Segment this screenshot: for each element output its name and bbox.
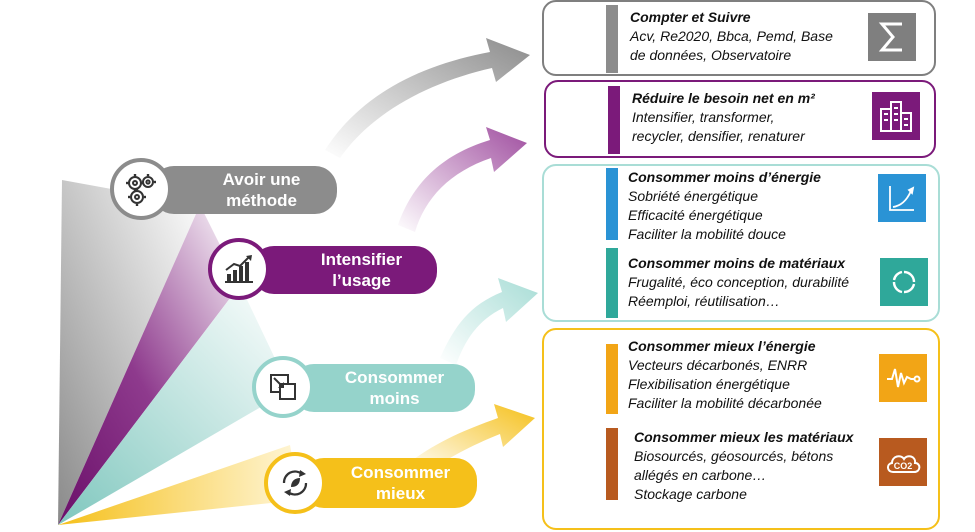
item-title: Consommer moins de matériaux (628, 255, 846, 271)
pill-consommer-mieux: Consommer mieux (302, 458, 477, 508)
pill-label-line1: Avoir une (222, 170, 301, 189)
item-line: Faciliter la mobilité décarbonée (628, 395, 822, 411)
item-reduire-besoin: Réduire le besoin net en m² Intensifier,… (632, 89, 862, 146)
pill-label-line1: Consommer (350, 463, 451, 482)
item-bar (606, 168, 618, 240)
pill-intensifier-usage: Intensifier l’usage (252, 246, 437, 294)
fan-wedge-teal (58, 285, 290, 525)
pill-label-line2: méthode (226, 191, 297, 210)
fan-wedge-yellow (58, 445, 300, 525)
co2-cloud-icon: CO2 (879, 438, 927, 486)
item-title: Réduire le besoin net en m² (632, 90, 815, 106)
item-bar (606, 344, 618, 414)
item-line: allégés en carbone… (634, 467, 767, 483)
item-line: Biosourcés, géosourcés, bétons (634, 448, 834, 464)
sigma-icon (868, 13, 916, 61)
buildings-icon (872, 92, 920, 140)
arrow-teal (440, 278, 538, 365)
pill-consommer-moins: Consommer moins (292, 364, 475, 412)
recycle-loop-icon (880, 258, 928, 306)
arrow-gray (325, 38, 530, 158)
fan-wedge-purple (58, 205, 240, 525)
growth-chart-icon (208, 238, 270, 300)
gears-icon (110, 158, 172, 220)
curve-chart-icon (878, 174, 926, 222)
item-title: Compter et Suivre (630, 9, 751, 25)
item-line: Faciliter la mobilité douce (628, 226, 786, 242)
item-title: Consommer mieux l’énergie (628, 338, 816, 354)
item-moins-materiaux: Consommer moins de matériaux Frugalité, … (628, 254, 880, 311)
item-title: Consommer mieux les matériaux (634, 429, 854, 445)
pill-label-line1: Intensifier (320, 250, 403, 269)
signal-wave-icon (879, 354, 927, 402)
pill-label-line2: l’usage (332, 271, 391, 290)
item-line: recycler, densifier, renaturer (632, 128, 805, 144)
item-bar (606, 5, 618, 73)
item-line: de données, Observatoire (630, 47, 792, 63)
item-bar (608, 86, 620, 154)
item-bar (606, 248, 618, 318)
item-line: Acv, Re2020, Bbca, Pemd, Base (630, 28, 833, 44)
item-line: Stockage carbone (634, 486, 747, 502)
item-mieux-energie: Consommer mieux l’énergie Vecteurs décar… (628, 337, 868, 413)
item-mieux-materiaux: Consommer mieux les matériaux Biosourcés… (634, 428, 874, 504)
arrow-yellow (410, 404, 535, 474)
reduce-squares-icon (252, 356, 314, 418)
item-line: Vecteurs décarbonés, ENRR (628, 357, 808, 373)
item-moins-energie: Consommer moins d’énergie Sobriété énerg… (628, 168, 868, 244)
pill-label-line1: Consommer (344, 368, 445, 387)
item-title: Consommer moins d’énergie (628, 169, 821, 185)
item-line: Flexibilisation énergétique (628, 376, 790, 392)
eco-cycle-icon (264, 452, 326, 514)
item-bar (606, 428, 618, 500)
item-line: Frugalité, éco conception, durabilité (628, 274, 850, 290)
item-compter-suivre: Compter et Suivre Acv, Re2020, Bbca, Pem… (630, 8, 860, 65)
arrow-purple (398, 127, 527, 232)
item-line: Sobriété énergétique (628, 188, 758, 204)
pill-avoir-une-methode: Avoir une méthode (152, 166, 337, 214)
pill-label-line2: moins (369, 389, 420, 408)
item-line: Efficacité énergétique (628, 207, 763, 223)
item-line: Réemploi, réutilisation… (628, 293, 780, 309)
co2-label: CO2 (894, 461, 913, 471)
fan-wedge-gray (58, 180, 200, 525)
item-line: Intensifier, transformer, (632, 109, 775, 125)
pill-label-line2: mieux (375, 484, 426, 503)
